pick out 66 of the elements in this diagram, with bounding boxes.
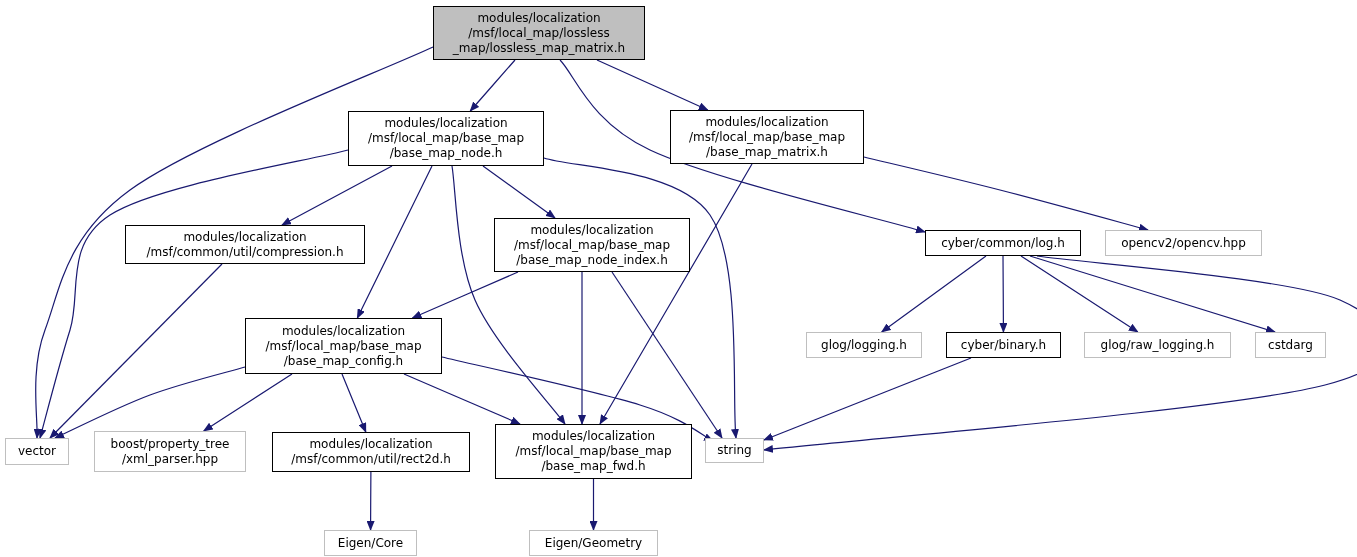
- file-name: cyber/binary.h: [960, 337, 1047, 353]
- include-arrow: [589, 478, 598, 531]
- file-box: [125, 225, 365, 264]
- file-name: modules/localization /msf/common/util/compression.h: [146, 229, 344, 260]
- file-name: boost/property_tree /xml_parser.hpp: [110, 436, 230, 467]
- file-name: vector: [17, 444, 57, 459]
- file-box: [670, 110, 864, 164]
- file-name: opencv2/opencv.hpp: [1121, 235, 1246, 251]
- include-arrow: [341, 373, 367, 433]
- include-arrow: [599, 163, 753, 425]
- file-box: [806, 332, 922, 358]
- include-arrow: [1029, 255, 1276, 334]
- include-arrow: [880, 255, 987, 333]
- file-box: [705, 438, 764, 463]
- file-box: [1255, 332, 1326, 358]
- include-arrow: [38, 149, 349, 439]
- include-arrow: [596, 59, 709, 111]
- file-name: modules/localization /msf/local_map/lossless _map/lossless_map_matrix.h: [452, 10, 626, 56]
- file-name: glog/logging.h: [821, 337, 907, 353]
- file-name: Eigen/Core: [337, 535, 404, 551]
- include-arrow: [578, 271, 586, 425]
- include-arrow: [763, 255, 1357, 454]
- include-arrow: [356, 165, 433, 319]
- file-name: glog/raw_logging.h: [1100, 337, 1215, 353]
- include-arrow: [411, 271, 519, 319]
- include-arrow: [482, 165, 556, 219]
- include-arrow: [1020, 255, 1139, 333]
- file-box: [433, 6, 645, 60]
- include-arrow: [863, 156, 1149, 232]
- include-arrow: [49, 263, 223, 439]
- file-name: Eigen/Geometry: [544, 535, 643, 551]
- include-arrow: [281, 165, 393, 226]
- file-box: [495, 424, 692, 479]
- file-box: [5, 438, 69, 465]
- file-box: [946, 332, 1061, 358]
- file-box: [245, 318, 442, 374]
- file-box: [272, 432, 470, 472]
- file-box: [925, 230, 1081, 256]
- file-box: [94, 431, 246, 472]
- include-arrow: [403, 373, 521, 425]
- file-box: [1105, 230, 1262, 256]
- include-arrow: [999, 255, 1008, 333]
- file-name: modules/localization /msf/local_map/base_map /base_map_node.h: [367, 116, 525, 161]
- file-box: [1084, 332, 1231, 358]
- file-name: cstdarg: [1268, 337, 1313, 353]
- file-name: modules/localization /msf/local_map/base_map /base_map_node_index.h: [513, 222, 671, 268]
- file-name: modules/localization /msf/local_map/base_map /base_map_fwd.h: [515, 429, 672, 474]
- file-box: [494, 218, 690, 272]
- file-box: [529, 530, 658, 556]
- file-name: modules/localization /msf/local_map/base_map /base_map_config.h: [265, 323, 422, 369]
- include-arrow: [366, 471, 375, 531]
- include-arrow: [763, 357, 972, 441]
- include-arrow: [33, 46, 434, 439]
- include-arrow: [451, 165, 566, 425]
- include-arrow: [559, 59, 926, 234]
- include-arrow: [202, 373, 293, 432]
- include-arrow: [543, 157, 740, 439]
- include-arrow: [54, 366, 246, 439]
- include-arrow: [469, 59, 516, 112]
- file-name: cyber/common/log.h: [941, 235, 1065, 251]
- file-name: modules/localization /msf/local_map/base_map /base_map_matrix.h: [688, 114, 846, 160]
- file-box: [348, 111, 544, 166]
- file-box: [324, 530, 417, 556]
- file-name: string: [717, 443, 752, 458]
- include-arrow: [611, 271, 723, 439]
- file-name: modules/localization /msf/common/util/rect2d.h: [291, 437, 451, 467]
